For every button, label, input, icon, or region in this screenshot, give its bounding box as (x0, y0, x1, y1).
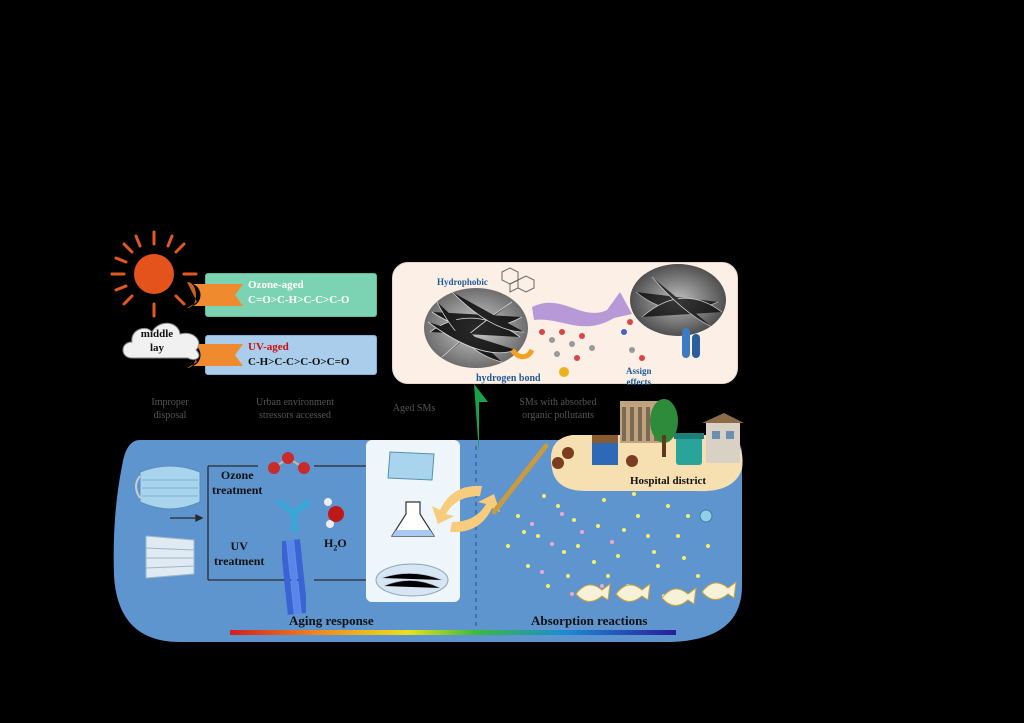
h2o-o: O (337, 536, 347, 550)
discharge-pipe-icon (491, 443, 549, 515)
h2o-h: H (324, 536, 334, 550)
ozone-ribbon-icon (187, 282, 243, 308)
aging-response-label: Aging response (289, 613, 374, 628)
ozone-molecule-icon (268, 452, 310, 474)
ozone-aged-box: Ozone-aged C=O>C-H>C-C>C-O (205, 273, 377, 317)
mechanism-illustration (424, 264, 726, 377)
green-up-arrow-icon (474, 384, 488, 454)
ozone-aged-formula: C=O>C-H>C-C>C-O (248, 294, 350, 306)
uv-aged-formula: C-H>C-C>C-O>C=O (248, 356, 350, 368)
h2o-label: H2O (324, 536, 347, 552)
exchange-arrows-icon (432, 485, 500, 533)
spectrum-bar (230, 630, 676, 635)
surgical-mask-icon (145, 535, 195, 579)
fish-icons (575, 580, 737, 606)
cloud-label: middle lay (140, 328, 174, 354)
ozone-treatment-label: Ozone treatment (212, 468, 263, 497)
uv-aged-title: UV-aged (248, 341, 289, 353)
assign-effects-label: Assign effects (626, 366, 652, 387)
hydrogen-bond-label: hydrogen bond (476, 373, 541, 384)
face-mask-icon (135, 465, 201, 510)
uv-treatment-label: UV treatment (214, 539, 265, 568)
aged-sms-panel (366, 440, 460, 602)
aged-sms-caption: Aged SMs (392, 403, 436, 414)
uv-lamp-icon (282, 539, 306, 615)
cloud-icon (122, 322, 200, 361)
hospital-district-label: Hospital district (630, 475, 707, 487)
hospital-district-island (550, 399, 744, 492)
absorption-reactions-label: Absorption reactions (531, 613, 648, 628)
sms-absorbed-caption: SMs with absorbed organic pollutants (519, 397, 597, 421)
pollutant-particles (506, 492, 713, 598)
h2o-subscript: 2 (333, 543, 338, 553)
urban-stressors-caption: Urban environment stressors accessed (255, 397, 335, 421)
hydroxyl-radical-icon (277, 499, 311, 532)
sun-icon (110, 230, 198, 318)
improper-disposal-caption: Improper disposal (151, 397, 189, 421)
water-molecule-icon (324, 498, 344, 528)
hydrophobic-label: Hydrophobic (437, 277, 488, 287)
ozone-aged-title: Ozone-aged (248, 279, 304, 291)
